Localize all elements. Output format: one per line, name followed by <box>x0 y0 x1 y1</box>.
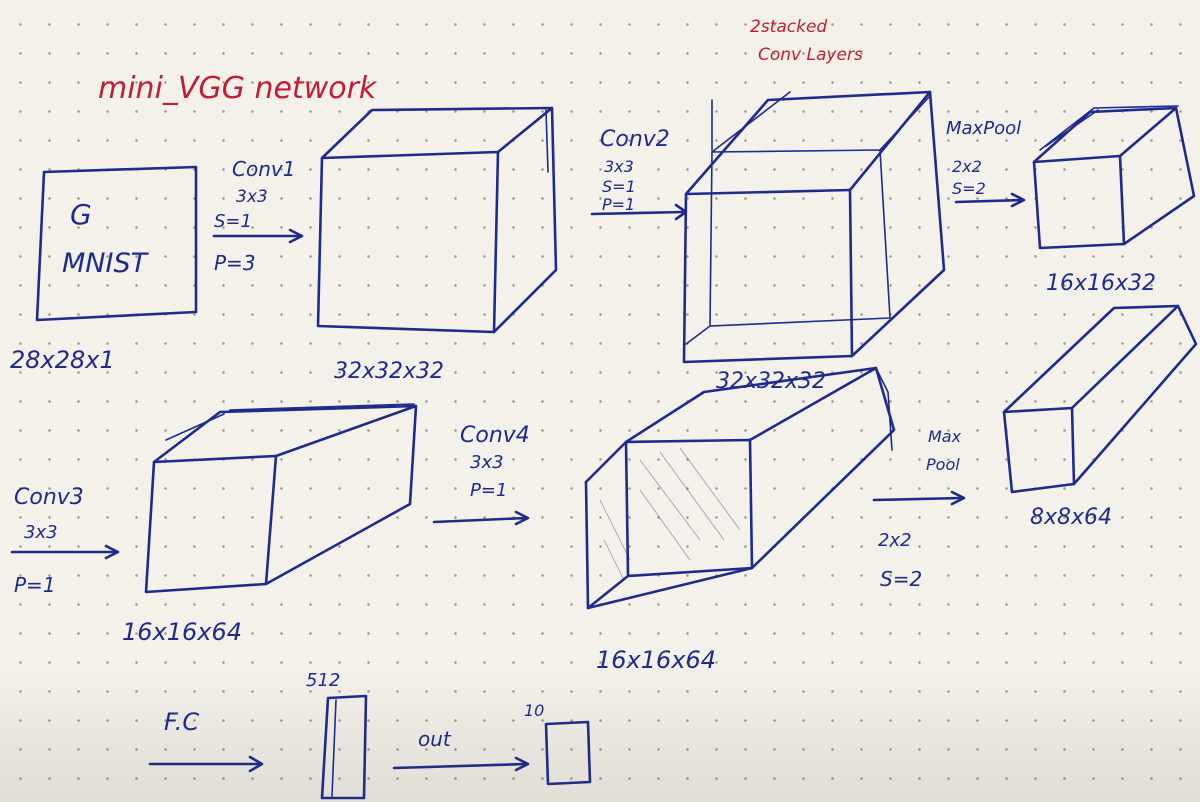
out-arrow <box>392 756 530 772</box>
conv4-pad: P=1 <box>470 480 507 501</box>
block3-cube <box>1032 105 1196 250</box>
block5-prism <box>584 366 896 610</box>
block4-prism <box>144 403 418 594</box>
block3-shape-label: 16x16x32 <box>1046 271 1156 296</box>
maxpool1-name: MaxPool <box>946 118 1021 139</box>
conv2-stride: S=1 <box>602 177 636 196</box>
output-vector <box>544 720 592 786</box>
out-label: out <box>418 727 452 751</box>
input-label-mnist: MNIST <box>62 248 150 279</box>
input-image-box: G MNIST <box>35 165 198 322</box>
maxpool2-kernel: 2x2 <box>878 530 912 551</box>
conv4-name: Conv4 <box>460 423 530 448</box>
conv3-kernel: 3x3 <box>24 522 58 543</box>
conv4-arrow <box>432 510 530 526</box>
maxpool2-arrow <box>872 490 966 506</box>
block6-prism <box>1002 304 1198 494</box>
conv3-name: Conv3 <box>14 485 84 510</box>
conv1-kernel: 3x3 <box>236 187 268 207</box>
fc-arrow <box>148 755 264 773</box>
conv2-name: Conv2 <box>600 127 670 152</box>
stacked-note-line1: 2stacked <box>750 17 827 37</box>
conv2-kernel: 3x3 <box>604 157 634 176</box>
conv1-name: Conv1 <box>232 157 295 181</box>
input-label-g: G <box>70 198 92 231</box>
input-shape-label: 28x28x1 <box>10 346 115 374</box>
fc-units-label: 512 <box>306 670 340 691</box>
output-units-label: 10 <box>524 701 544 720</box>
conv3-arrow <box>10 544 120 560</box>
block1-cube <box>316 106 558 334</box>
conv3-pad: P=1 <box>14 573 56 597</box>
maxpool1-stride: S=2 <box>952 179 986 198</box>
diagram-title: mini_VGG network <box>98 71 378 106</box>
block1-shape-label: 32x32x32 <box>334 359 444 384</box>
fc-vector <box>320 694 368 800</box>
block2-stacked-cubes <box>682 90 946 364</box>
conv1-stride: S=1 <box>214 211 252 232</box>
conv2-pad: P=1 <box>602 195 635 214</box>
block6-shape-label: 8x8x64 <box>1030 505 1112 530</box>
maxpool1-arrow <box>954 192 1026 208</box>
conv4-kernel: 3x3 <box>470 452 504 473</box>
maxpool2-name-line2: Pool <box>926 455 960 474</box>
conv1-arrow <box>212 228 304 244</box>
fc-label: F.C <box>164 708 199 736</box>
stacked-note-line2: Conv Layers <box>758 45 863 65</box>
maxpool2-name-line1: Max <box>928 427 962 446</box>
maxpool1-kernel: 2x2 <box>952 157 982 176</box>
block5-shape-label: 16x16x64 <box>596 646 716 674</box>
conv1-pad: P=3 <box>214 251 256 275</box>
maxpool2-stride: S=2 <box>880 567 922 591</box>
block4-shape-label: 16x16x64 <box>122 618 242 646</box>
